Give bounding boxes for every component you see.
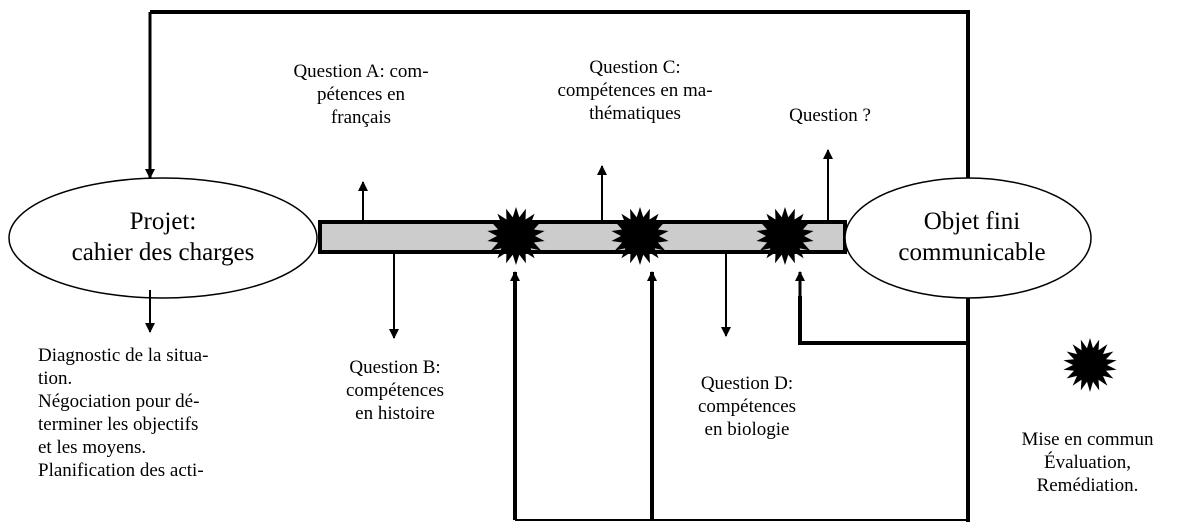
milestone-starburst-2 <box>611 207 669 265</box>
starburst-icon <box>1063 338 1117 392</box>
question-a-label: Question A: com- pétences en français <box>293 61 429 128</box>
feedback-loop-top <box>145 10 970 230</box>
question-d-label: Question D: compétences en biologie <box>697 373 797 440</box>
milestones <box>487 207 814 265</box>
milestone-starburst-1 <box>487 207 545 265</box>
diagnostic-text: Diagnostic de la situa- tion. Négociatio… <box>38 345 209 481</box>
milestone-starburst-3 <box>756 207 814 265</box>
question-c-label: Question C: compétences en ma- thématiqu… <box>557 57 713 124</box>
projet-node <box>8 177 318 299</box>
question-b-label: Question B: compétences en histoire <box>345 357 445 424</box>
objet-label: Objet fini communicable <box>898 208 1046 266</box>
legend-text: Mise en commun Évaluation, Remédiation. <box>1021 429 1154 496</box>
starburst-icon-shape <box>1063 338 1117 392</box>
projet-label: Projet: cahier des charges <box>71 208 255 266</box>
question-unknown-label: Question ? <box>789 105 871 126</box>
feedback-loop-bottom <box>510 271 970 522</box>
